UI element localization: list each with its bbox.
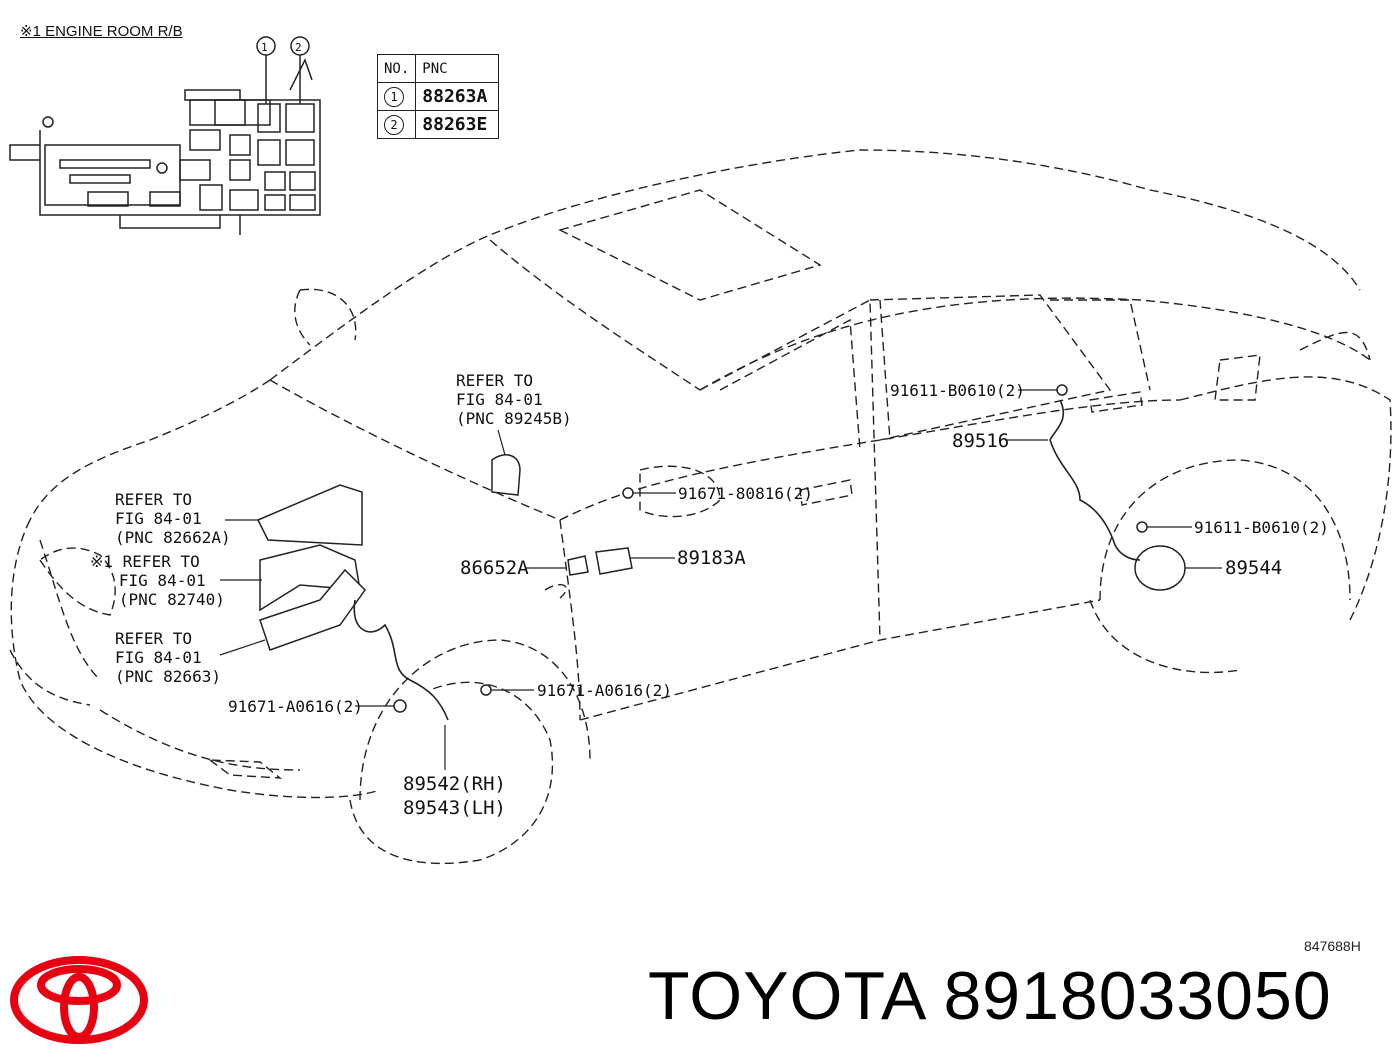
wire-89516 <box>1049 399 1141 561</box>
pnc-table-header: NO. PNC <box>376 54 500 83</box>
brand-name: TOYOTA <box>648 958 924 1034</box>
part-86652a <box>567 555 589 576</box>
table-row: 2 88263E <box>376 110 500 139</box>
row-no-cell: 2 <box>376 110 417 139</box>
marker-1: 1 <box>261 41 268 54</box>
header-pnc: PNC <box>415 54 500 83</box>
bolt-91611-top <box>1056 384 1068 396</box>
car-outline <box>9 149 1392 865</box>
relay-box-lower <box>259 568 366 651</box>
row-no: 2 <box>384 114 404 135</box>
pnc-table: NO. PNC 1 88263A 2 88263E <box>376 54 500 139</box>
engine-room-title: ※1 ENGINE ROOM R/B <box>20 23 183 40</box>
brand-part-number: TOYOTA 8918033050 <box>648 957 1332 1035</box>
callout-refer-82663: REFER TO FIG 84-01 (PNC 82663) <box>115 629 221 686</box>
label-89516: 89516 <box>952 430 1010 452</box>
leader-lines <box>219 389 1222 770</box>
label-91611-mid: 91611-B0610(2) <box>1194 518 1329 537</box>
row-no: 1 <box>384 86 404 107</box>
figure-code: 847688H <box>1304 938 1361 954</box>
label-89542: 89542(RH) <box>403 773 506 795</box>
label-91671-a0616-right: 91671-A0616(2) <box>537 681 672 700</box>
toyota-logo-icon <box>10 956 148 1044</box>
row-pnc: 88263A <box>415 82 500 111</box>
relay-box-cover <box>256 484 363 546</box>
engine-room-relay-block <box>9 36 321 235</box>
wire-89542 <box>353 599 449 721</box>
label-91611-top: 91611-B0610(2) <box>890 381 1025 400</box>
bolt-91671-a0616-left <box>393 699 407 713</box>
part-89544 <box>1134 545 1186 591</box>
label-89543: 89543(LH) <box>403 797 506 819</box>
label-86652a: 86652A <box>460 557 529 579</box>
callout-refer-89245b: REFER TO FIG 84-01 (PNC 89245B) <box>456 371 572 428</box>
table-row: 1 88263A <box>376 82 500 111</box>
label-91671-80816: 91671-80816(2) <box>678 484 813 503</box>
label-91671-a0616-left: 91671-A0616(2) <box>228 697 363 716</box>
part-number: 8918033050 <box>943 958 1332 1034</box>
bolt-91611-mid <box>1136 521 1148 533</box>
header-no: NO. <box>376 54 417 83</box>
row-pnc: 88263E <box>415 110 500 139</box>
label-89544: 89544 <box>1225 557 1283 579</box>
bolt-91671-a0616-right <box>480 684 492 696</box>
sensor-89245b <box>491 454 521 496</box>
marker-2: 2 <box>295 41 302 54</box>
label-89183a: 89183A <box>677 547 746 569</box>
sensor-wires <box>353 399 1141 721</box>
part-89183a <box>595 547 633 575</box>
components <box>256 384 1186 713</box>
callout-refer-82740: ※1 REFER TO FIG 84-01 (PNC 82740) <box>90 552 225 609</box>
bolt-91671-80816 <box>622 487 634 499</box>
row-no-cell: 1 <box>376 82 417 111</box>
callout-refer-82662a: REFER TO FIG 84-01 (PNC 82662A) <box>115 490 231 547</box>
